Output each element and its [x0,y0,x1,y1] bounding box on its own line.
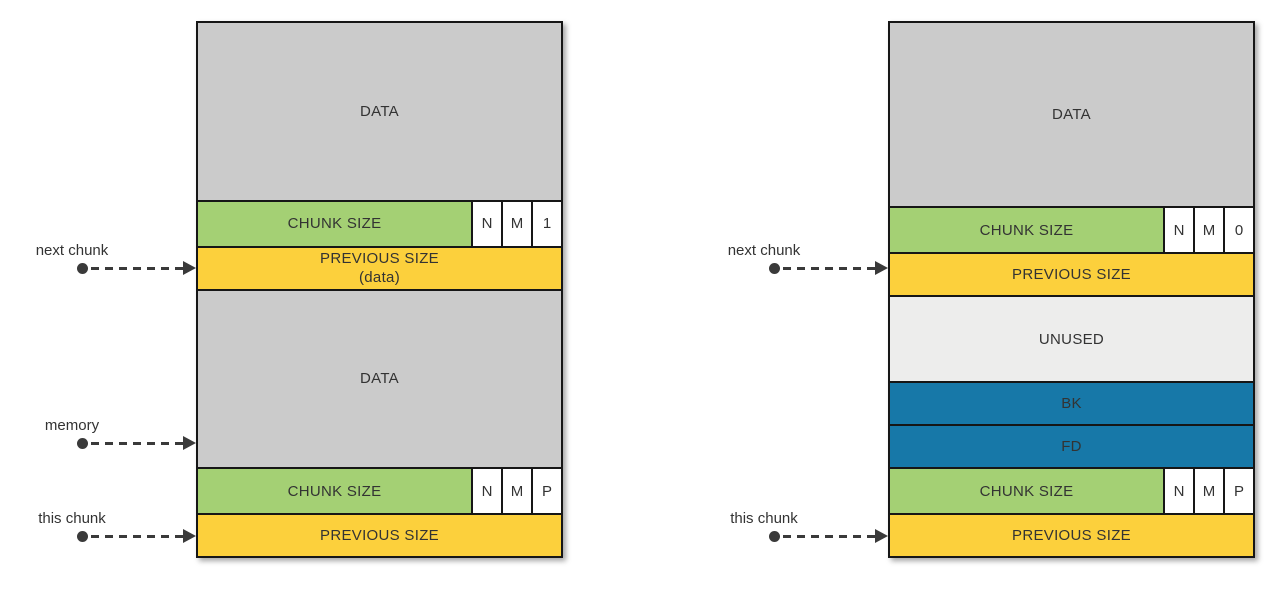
row-link: FD [890,424,1253,467]
row-label: DATA [1052,106,1091,123]
row-data: DATA [198,288,561,468]
row-label-wrap: FD [890,426,1253,467]
chunk-size-label: CHUNK SIZE [287,215,382,232]
pointer-arrow [769,261,888,275]
flag-label: M [1202,221,1216,239]
flag-cell: 1 [531,201,561,246]
flag-label: M [510,215,524,232]
flag-cell: M [501,469,531,513]
flag-label: P [1233,482,1244,500]
dashed-line [783,266,875,270]
chunk-size-label: CHUNK SIZE [979,482,1074,500]
pointer-arrow [769,529,888,543]
chunk-size-cell: CHUNK SIZE [890,208,1163,252]
pointer-arrow [77,529,196,543]
row-prev-size: PREVIOUS SIZE [890,513,1253,556]
chunk-size-label: CHUNK SIZE [287,482,382,500]
flag-cell: M [501,201,531,246]
flag-label: 0 [1234,221,1244,239]
flag-cell: N [471,469,501,513]
row-data: DATA [198,23,561,200]
chunk-size-label: CHUNK SIZE [979,221,1074,239]
pointer-label: this chunk [38,510,106,527]
row-label: DATA [360,102,399,120]
arrowhead-icon [183,436,196,450]
flag-label: M [1202,482,1216,500]
dashed-line [91,441,183,445]
flag-cell: N [1163,208,1193,252]
flag-label: P [541,482,552,500]
pointer-dot-icon [77,530,88,542]
row-prev-size: PREVIOUS SIZE [890,252,1253,295]
arrowhead-icon [875,529,888,543]
row-label: PREVIOUS SIZE [1012,527,1131,544]
pointer-label: memory [44,417,100,434]
flag-cell: P [1223,469,1253,513]
row-label: DATA [360,370,399,388]
row-label-wrap: DATA [890,23,1253,206]
flag-label: N [1173,221,1185,239]
row-prev-size: PREVIOUS SIZE (data) [198,245,561,289]
row-label: PREVIOUS SIZE [1012,266,1131,283]
row-label: UNUSED [1038,330,1105,348]
row-sublabel: (data) [359,269,400,286]
arrowhead-icon [875,261,888,275]
row-label: BK [1061,395,1082,412]
flag-cell: N [1163,469,1193,513]
chunk-size-cell: CHUNK SIZE [198,469,471,513]
flag-label: 1 [542,215,552,232]
dashed-line [91,534,183,538]
dashed-line [783,534,875,538]
chunk-size-cell: CHUNK SIZE [890,469,1163,513]
pointer-dot-icon [77,437,88,449]
chunk-size-cell: CHUNK SIZE [198,201,471,246]
row-label-wrap: PREVIOUS SIZE [890,254,1253,295]
row-label-wrap: PREVIOUS SIZE [890,515,1253,556]
flag-cell: M [1193,469,1223,513]
row-label-wrap: BK [890,383,1253,424]
pointer-label: next chunk [727,242,801,259]
flag-label: M [510,482,524,500]
row-link: BK [890,381,1253,424]
pointer-dot-icon [77,262,88,274]
pointer-arrow [77,436,196,450]
arrowhead-icon [183,261,196,275]
row-label-wrap: DATA [198,23,561,200]
row-label-wrap: DATA [198,291,561,468]
flag-cell: M [1193,208,1223,252]
flag-cell: N [471,201,501,246]
row-unused: UNUSED [890,295,1253,381]
pointer-dot-icon [769,262,780,274]
flag-cell: P [531,469,561,513]
row-data: DATA [890,23,1253,206]
pointer-arrow [77,261,196,275]
row-label-wrap: UNUSED [890,297,1253,381]
dashed-line [91,266,183,270]
row-label-wrap: PREVIOUS SIZE (data) [198,248,561,289]
arrowhead-icon [183,529,196,543]
flag-cell: 0 [1223,208,1253,252]
pointer-label: next chunk [35,242,109,259]
row-prev-size: PREVIOUS SIZE [198,513,561,556]
flag-label: N [481,482,493,500]
row-label-wrap: PREVIOUS SIZE [198,515,561,556]
flag-label: N [1173,482,1185,500]
row-label: PREVIOUS SIZE [320,527,439,544]
row-label: PREVIOUS SIZE [320,250,439,267]
pointer-label: this chunk [730,510,798,527]
pointer-dot-icon [769,530,780,542]
row-label: FD [1061,438,1082,455]
flag-label: N [481,215,493,232]
